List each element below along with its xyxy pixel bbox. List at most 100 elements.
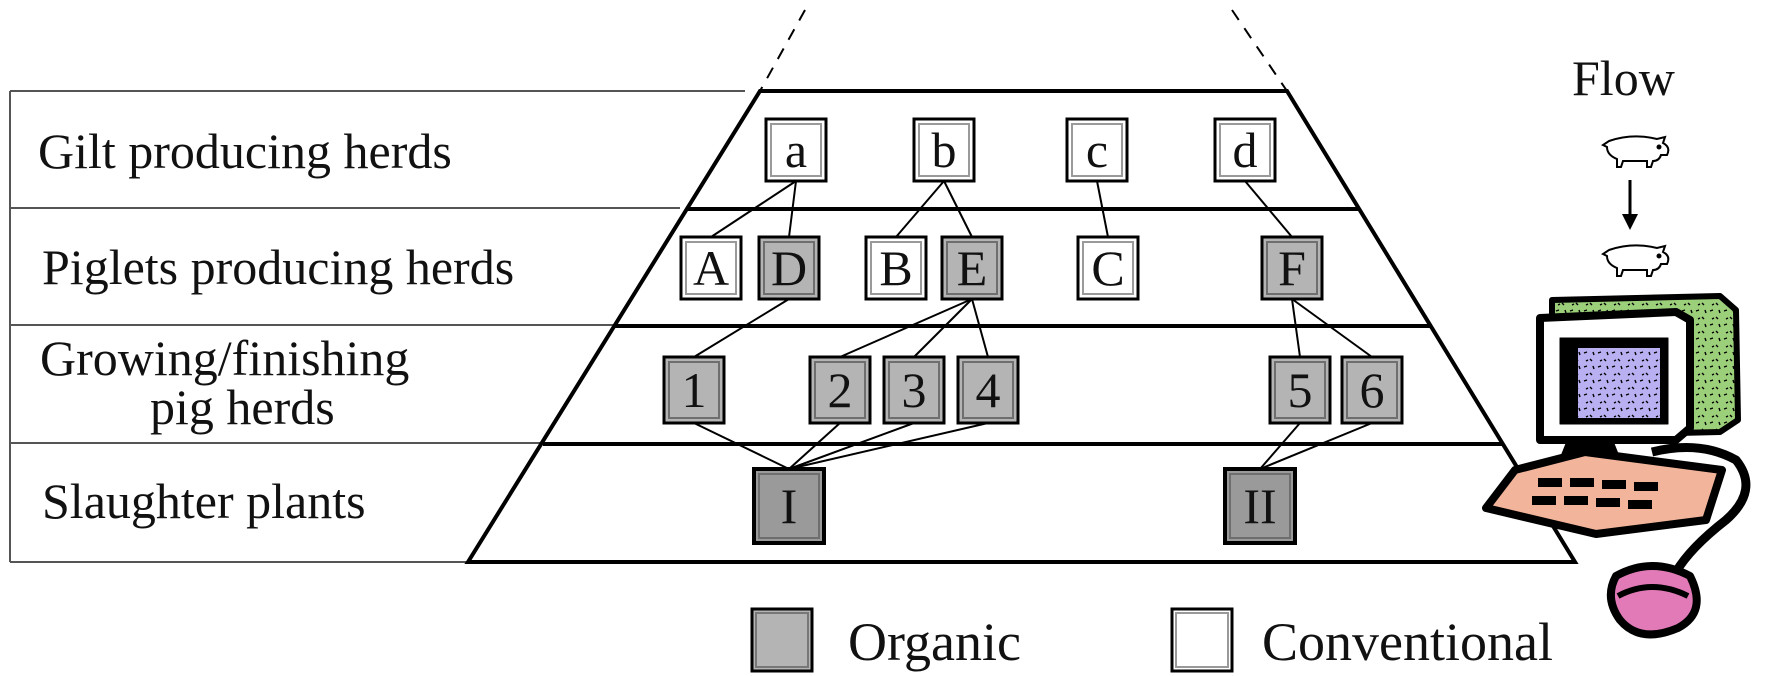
node-B-label: B bbox=[879, 240, 912, 296]
node-5-bevel bbox=[1274, 361, 1326, 419]
node-b-bevel bbox=[918, 123, 970, 177]
node-E-box bbox=[940, 235, 1004, 301]
node-2: 2 bbox=[808, 355, 872, 425]
flow-indicator: Flow bbox=[1572, 50, 1675, 277]
node-C-bevel bbox=[1082, 241, 1134, 295]
connector-lines bbox=[693, 180, 1373, 470]
node-II-label: II bbox=[1243, 478, 1276, 534]
node-A-label: A bbox=[693, 240, 729, 296]
node-2-label: 2 bbox=[828, 362, 853, 418]
connector-b-B bbox=[895, 180, 945, 238]
node-D-label: D bbox=[771, 240, 807, 296]
node-D: D bbox=[757, 235, 821, 301]
node-a-label: a bbox=[785, 122, 807, 178]
connector-3-I bbox=[788, 422, 915, 470]
node-d: d bbox=[1213, 117, 1277, 183]
node-F-bevel bbox=[1266, 241, 1318, 295]
connector-4-I bbox=[788, 422, 989, 470]
connector-E-2 bbox=[839, 298, 973, 358]
tier-label-table bbox=[9, 90, 745, 563]
connector-6-II bbox=[1259, 422, 1373, 470]
node-1-box bbox=[662, 355, 726, 425]
connector-a-A bbox=[710, 180, 797, 238]
connector-c-C bbox=[1096, 180, 1109, 238]
pig-icon bbox=[1601, 135, 1670, 168]
node-4-bevel bbox=[962, 361, 1014, 419]
node-C: C bbox=[1076, 235, 1140, 301]
node-6-bevel bbox=[1346, 361, 1398, 419]
node-II-box bbox=[1223, 467, 1297, 545]
tier-label-gilt: Gilt producing herds bbox=[38, 123, 452, 179]
node-c-label: c bbox=[1086, 122, 1108, 178]
tier-label-growing-line1: Growing/finishing bbox=[40, 330, 409, 386]
node-E-label: E bbox=[957, 240, 988, 296]
connector-D-1 bbox=[693, 298, 790, 358]
node-I-label: I bbox=[781, 478, 798, 534]
connector-1-I bbox=[693, 422, 790, 470]
node-I-bevel bbox=[758, 473, 820, 539]
node-A-bevel bbox=[685, 241, 737, 295]
node-3-bevel bbox=[888, 361, 940, 419]
node-4-label: 4 bbox=[976, 362, 1001, 418]
node-1-bevel bbox=[668, 361, 720, 419]
computer-icon bbox=[1482, 293, 1751, 639]
legend: Organic Conventional bbox=[750, 607, 1553, 673]
node-4-box bbox=[956, 355, 1020, 425]
connector-d-F bbox=[1244, 180, 1293, 238]
node-1-label: 1 bbox=[682, 362, 707, 418]
node-4: 4 bbox=[956, 355, 1020, 425]
node-I: I bbox=[752, 467, 826, 545]
legend-organic-label: Organic bbox=[848, 612, 1021, 672]
node-B-box bbox=[864, 235, 928, 301]
flow-arrowhead bbox=[1622, 214, 1638, 230]
node-3-box bbox=[882, 355, 946, 425]
node-II: II bbox=[1223, 467, 1297, 545]
node-3-label: 3 bbox=[902, 362, 927, 418]
node-II-bevel bbox=[1229, 473, 1291, 539]
node-I-box bbox=[752, 467, 826, 545]
node-3: 3 bbox=[882, 355, 946, 425]
node-6: 6 bbox=[1340, 355, 1404, 425]
node-6-box bbox=[1340, 355, 1404, 425]
node-b: b bbox=[912, 117, 976, 183]
node-6-label: 6 bbox=[1360, 362, 1385, 418]
node-d-bevel bbox=[1219, 123, 1271, 177]
node-5-box bbox=[1268, 355, 1332, 425]
node-A: A bbox=[679, 235, 743, 301]
node-1: 1 bbox=[662, 355, 726, 425]
tier-label-growing-line2: pig herds bbox=[150, 379, 335, 435]
legend-organic-swatch bbox=[750, 607, 814, 673]
legend-conventional-label: Conventional bbox=[1262, 612, 1553, 672]
connector-F-5 bbox=[1291, 298, 1301, 358]
node-a-bevel bbox=[770, 123, 822, 177]
node-b-box bbox=[912, 117, 976, 183]
node-5: 5 bbox=[1268, 355, 1332, 425]
node-A-box bbox=[679, 235, 743, 301]
node-D-bevel bbox=[763, 241, 815, 295]
connector-E-3 bbox=[913, 298, 973, 358]
node-a-box bbox=[764, 117, 828, 183]
connector-5-II bbox=[1259, 422, 1301, 470]
node-c: c bbox=[1065, 117, 1129, 183]
node-5-label: 5 bbox=[1288, 362, 1313, 418]
node-d-box bbox=[1213, 117, 1277, 183]
pyramid-outline bbox=[464, 9, 1579, 564]
connector-b-E bbox=[943, 180, 973, 238]
tier-label-slaughter: Slaughter plants bbox=[42, 473, 366, 529]
node-C-box bbox=[1076, 235, 1140, 301]
node-F-label: F bbox=[1278, 240, 1306, 296]
node-2-box bbox=[808, 355, 872, 425]
legend-conventional-swatch bbox=[1170, 607, 1234, 673]
node-c-bevel bbox=[1071, 123, 1123, 177]
node-c-box bbox=[1065, 117, 1129, 183]
node-D-box bbox=[757, 235, 821, 301]
node-F: F bbox=[1260, 235, 1324, 301]
node-b-label: b bbox=[932, 122, 957, 178]
connector-F-6 bbox=[1291, 298, 1373, 358]
node-E: E bbox=[940, 235, 1004, 301]
node-2-bevel bbox=[814, 361, 866, 419]
node-B-bevel bbox=[870, 241, 922, 295]
node-E-bevel bbox=[946, 241, 998, 295]
